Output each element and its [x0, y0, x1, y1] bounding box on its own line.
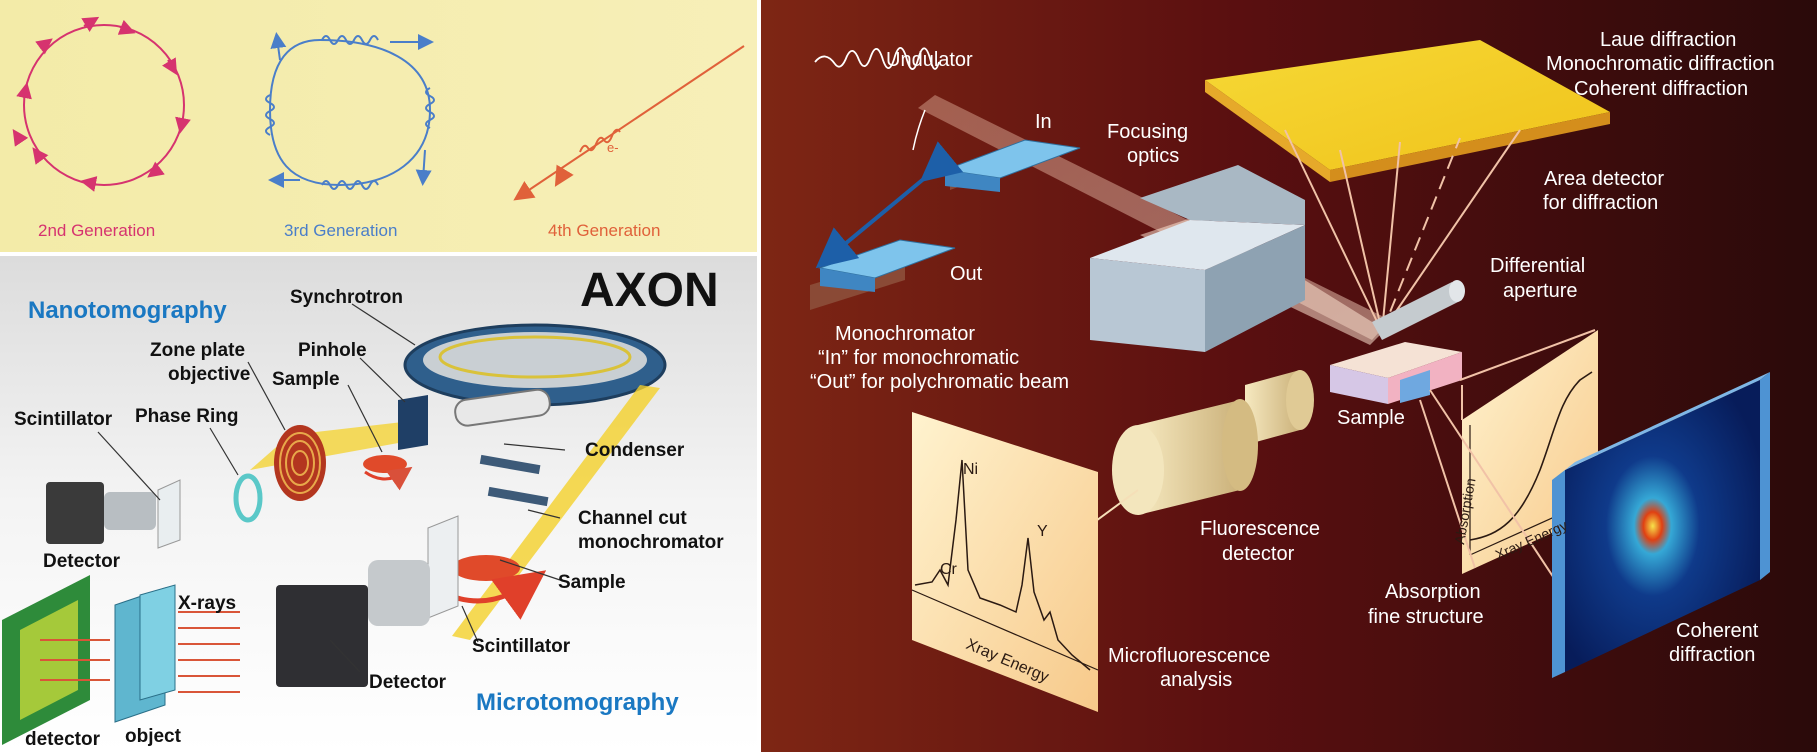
microtomography-label: Microtomography	[476, 689, 679, 716]
out-label: Out	[950, 263, 983, 285]
vertical-divider	[757, 0, 761, 752]
generations-background	[0, 0, 757, 252]
differential-aperture-label-line1: Differential	[1490, 255, 1585, 277]
sample-stage-bottom	[452, 555, 520, 581]
laue-diffraction-label: Laue diffraction	[1600, 29, 1736, 51]
zone-plate	[274, 425, 326, 501]
undulator-label: Undulator	[886, 49, 973, 71]
xrays-label: X-rays	[178, 593, 236, 614]
area-detector	[1205, 40, 1610, 182]
synchrotron-ring	[403, 323, 667, 407]
axon-panel: AXON Nanotomography Synchrotron Zone pla…	[0, 256, 757, 752]
xray-inset	[2, 575, 240, 745]
second-generation-label: 2nd Generation	[38, 221, 155, 240]
fourth-generation-beam	[513, 45, 745, 201]
sample-top-label: Sample	[272, 369, 340, 390]
ni-peak-label: Ni	[963, 461, 978, 478]
synchrotron-label: Synchrotron	[290, 287, 403, 308]
microfluorescence-label-line2: analysis	[1160, 669, 1232, 691]
microfluorescence-label-line1: Microfluorescence	[1108, 645, 1270, 667]
phase-ring-label: Phase Ring	[135, 406, 238, 427]
coherent-label-line2: diffraction	[1669, 644, 1755, 666]
cr-peak-label: Cr	[940, 561, 958, 578]
generations-panel: 2nd Generation 3rd Generation e- 4th Gen…	[0, 0, 757, 252]
monochromator-label-line1: Monochromator	[835, 323, 975, 345]
channel-cut-label-line2: monochromator	[578, 532, 724, 553]
monochromator-label-line3: “Out” for polychromatic beam	[810, 371, 1069, 393]
channel-cut-label-line1: Channel cut	[578, 508, 687, 529]
detector-bottom-label: Detector	[369, 672, 447, 693]
monochromator-motion-arrow	[815, 141, 964, 269]
absorption-fine-label-line2: fine structure	[1368, 606, 1484, 628]
coherent-detector	[1552, 372, 1770, 678]
beamline-panel: Undulator In Out Focusing optics Monochr…	[761, 0, 1817, 752]
differential-aperture-label-line2: aperture	[1503, 280, 1578, 302]
fourth-generation-label: 4th Generation	[548, 221, 660, 240]
pinhole-plate	[398, 395, 428, 450]
detector-bottom	[276, 560, 430, 687]
phase-ring	[233, 473, 263, 523]
scintillator-top-label: Scintillator	[14, 409, 113, 430]
fluorescence-detector	[1112, 370, 1314, 515]
condenser	[454, 388, 551, 427]
sample-crystal	[1330, 342, 1462, 404]
zone-plate-label-line1: Zone plate	[150, 340, 245, 361]
area-detector-label-line2: for diffraction	[1543, 192, 1658, 214]
monochromator-label-line2: “In” for monochromatic	[818, 347, 1019, 369]
diffraction-rays	[1284, 129, 1521, 333]
second-generation-ring	[12, 16, 191, 192]
sample-stage-top	[363, 455, 407, 473]
coherent-label-line1: Coherent	[1676, 620, 1759, 642]
fluorescence-label-line1: Fluorescence	[1200, 518, 1320, 540]
condenser-label: Condenser	[585, 440, 685, 461]
sample-label: Sample	[1337, 407, 1405, 429]
panel-divider	[0, 252, 757, 256]
area-detector-label-line1: Area detector	[1544, 168, 1664, 190]
zone-plate-label-line2: objective	[168, 364, 250, 385]
third-generation-label: 3rd Generation	[284, 221, 397, 240]
focusing-label-line2: optics	[1127, 145, 1179, 167]
in-label: In	[1035, 111, 1052, 133]
absorption-rays	[1419, 329, 1596, 611]
inset-detector-label: detector	[25, 729, 101, 750]
fluorescence-label-line2: detector	[1222, 543, 1295, 565]
third-generation-ring	[265, 32, 435, 190]
monochromatic-diffraction-label: Monochromatic diffraction	[1546, 53, 1775, 75]
microfluorescence-panel	[911, 412, 1099, 712]
scintillator-bottom-label: Scintillator	[472, 636, 571, 657]
coherent-diffraction-top-label: Coherent diffraction	[1574, 78, 1748, 100]
nanotomography-label: Nanotomography	[28, 297, 227, 324]
scintillator-top	[157, 479, 181, 549]
undulator-wave	[814, 47, 940, 70]
electron-label: e-	[607, 140, 619, 155]
absorption-fine-label-line1: Absorption	[1385, 581, 1481, 603]
focusing-label-line1: Focusing	[1107, 121, 1188, 143]
pinhole-label: Pinhole	[298, 340, 367, 361]
axon-title: AXON	[580, 264, 719, 317]
differential-aperture	[1372, 280, 1465, 340]
y-peak-label: Y	[1037, 523, 1048, 540]
axon-leader-lines	[97, 303, 566, 673]
detector-top	[46, 482, 156, 544]
focusing-optics	[1090, 165, 1305, 352]
scintillator-bottom	[427, 515, 459, 619]
detector-top-label: Detector	[43, 551, 121, 572]
channel-cut-monochromator	[479, 454, 549, 507]
inset-object-label: object	[125, 726, 182, 747]
sample-bottom-label: Sample	[558, 572, 626, 593]
